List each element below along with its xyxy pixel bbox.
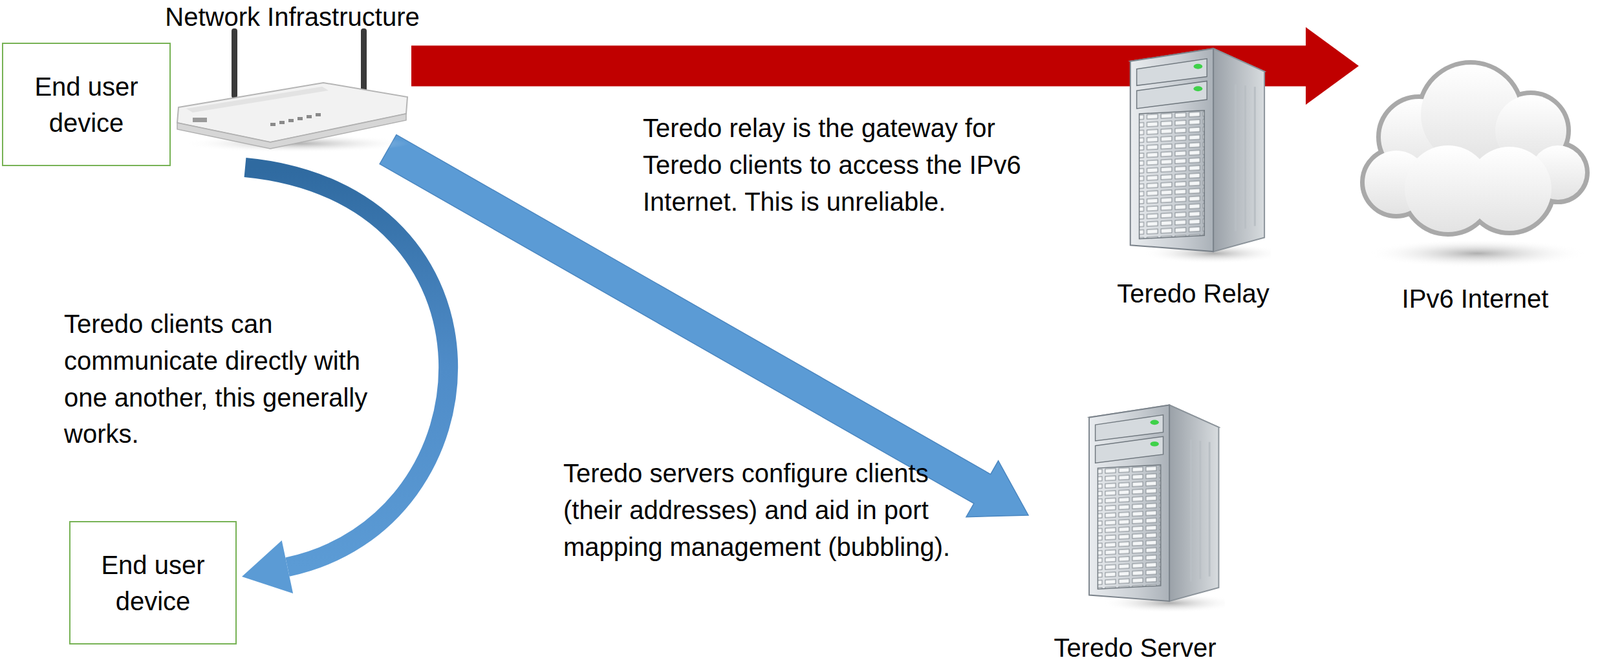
- illustration: [173, 28, 412, 154]
- router-led: [288, 118, 294, 123]
- server-icon: [1089, 405, 1225, 614]
- connector: [241, 167, 449, 594]
- server-node: Teredo Server: [1028, 388, 1242, 668]
- node-caption: Teredo Server: [989, 629, 1281, 667]
- router-led: [279, 120, 285, 125]
- node-caption: IPv6 Internet: [1316, 280, 1600, 317]
- router-antenna: [231, 28, 238, 99]
- arrow-head: [241, 540, 293, 594]
- router-node: Network Infrastructure: [173, 28, 412, 154]
- cloud-lobe: [1467, 146, 1552, 231]
- server-node: Teredo Relay: [1099, 42, 1287, 315]
- router-port: [192, 117, 207, 123]
- box-label: End user device: [9, 68, 163, 141]
- box-label: End user device: [76, 547, 229, 620]
- device-box: End user device: [69, 521, 237, 645]
- device-box: End user device: [1, 42, 171, 167]
- illustration: [1076, 397, 1225, 618]
- router-front: [177, 113, 407, 149]
- illustration: [1357, 59, 1593, 276]
- router-led: [297, 117, 303, 121]
- annotation-text: Teredo servers configure clients (their …: [563, 455, 952, 566]
- annotation-text: Teredo relay is the gateway for Teredo c…: [642, 109, 1057, 220]
- cloud-node: IPv6 Internet: [1354, 55, 1596, 321]
- node-caption: Network Infrastructure: [134, 0, 451, 35]
- router-led: [306, 115, 312, 119]
- illustration: [1117, 45, 1271, 264]
- annotation-text: Teredo clients can communicate directly …: [64, 305, 388, 453]
- router-led: [270, 122, 276, 127]
- router-led: [315, 113, 321, 117]
- cloud-shadow: [1367, 239, 1588, 268]
- cloud-outline: [1362, 62, 1588, 235]
- router-antenna: [360, 28, 367, 94]
- cloud-fill: [1364, 64, 1586, 233]
- router-top-strip: [186, 86, 329, 113]
- server-icon: [1130, 48, 1271, 264]
- node-caption: Teredo Relay: [1060, 275, 1326, 312]
